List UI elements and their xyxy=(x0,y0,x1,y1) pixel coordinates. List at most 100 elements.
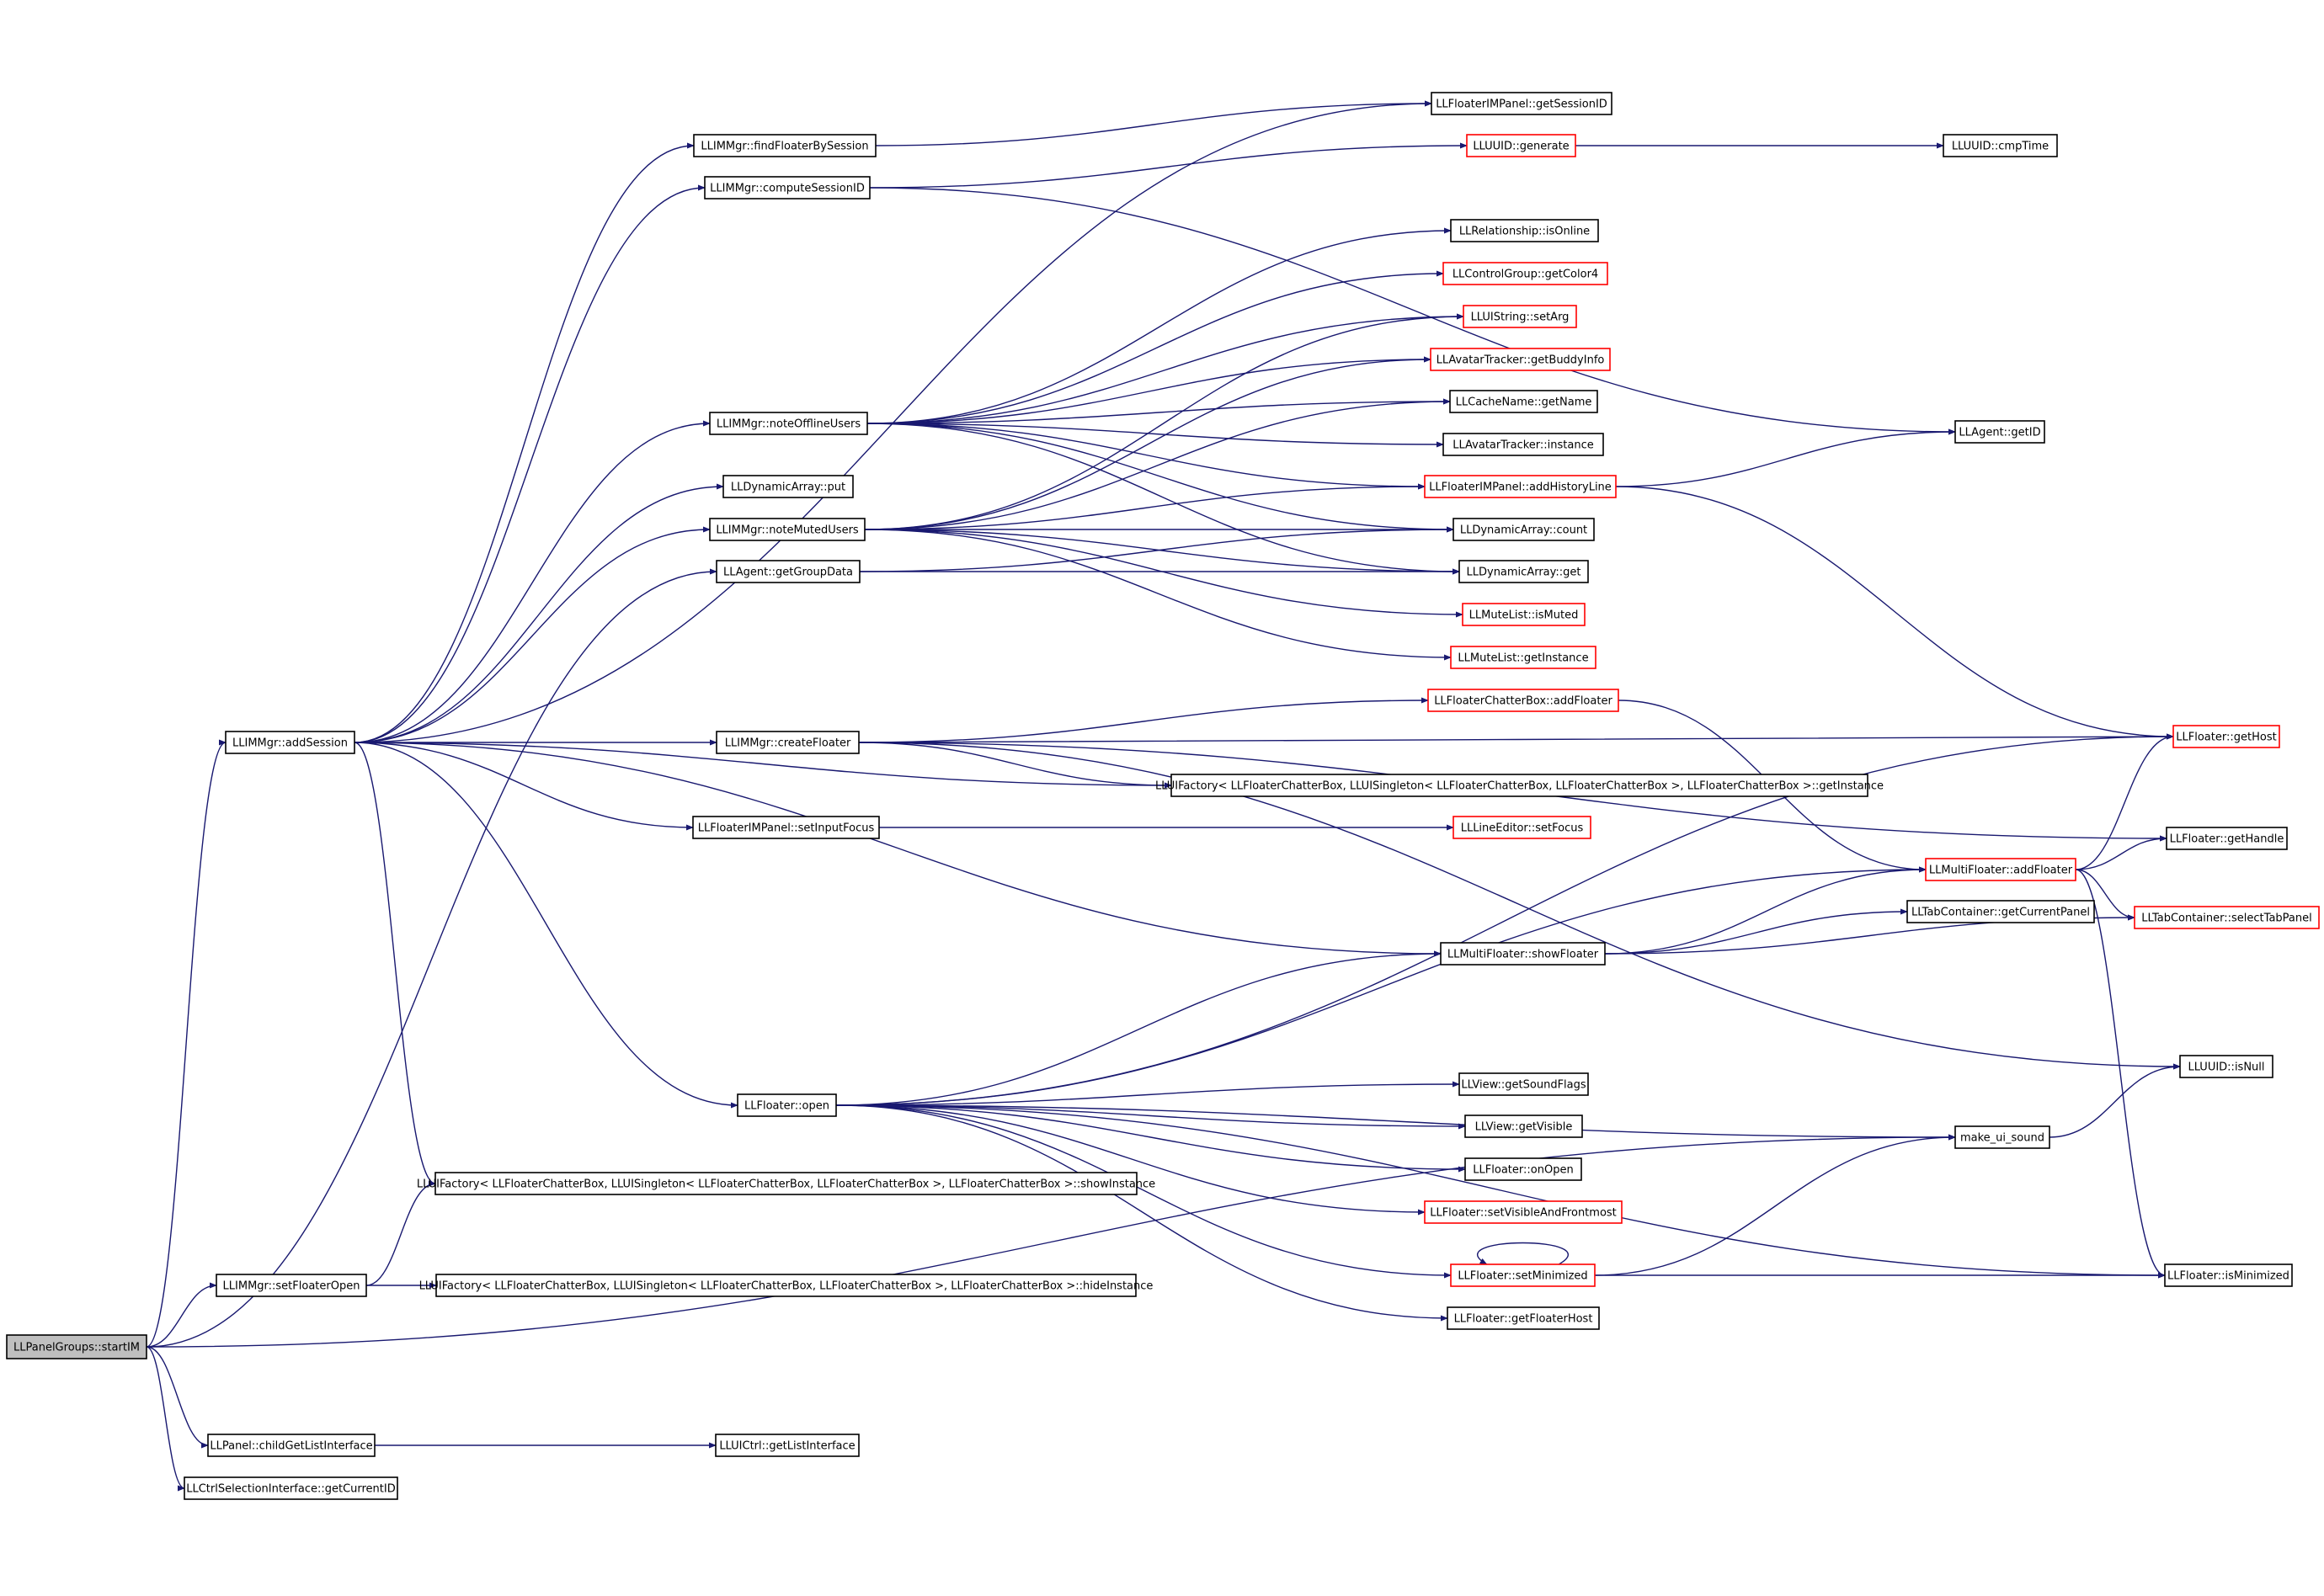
node-getBuddyInfo[interactable]: LLAvatarTracker::getBuddyInfo xyxy=(1430,348,1611,371)
edge-addSession-to-setInputFocus xyxy=(354,742,694,831)
node-dynPut[interactable]: LLDynamicArray::put xyxy=(722,475,854,498)
node-chatterAddFloater[interactable]: LLFloaterChatterBox::addFloater xyxy=(1427,689,1619,712)
node-hideInstance[interactable]: LLUIFactory< LLFloaterChatterBox, LLUISi… xyxy=(419,1274,1154,1297)
node-getInstance[interactable]: LLUIFactory< LLFloaterChatterBox, LLUISi… xyxy=(1155,774,1884,797)
node-box xyxy=(434,1172,1138,1195)
node-label: LLDynamicArray::get xyxy=(1467,567,1581,579)
node-showInstance[interactable]: LLUIFactory< LLFloaterChatterBox, LLUISi… xyxy=(417,1172,1155,1195)
node-label: LLView::getVisible xyxy=(1475,1121,1573,1134)
node-getVisible[interactable]: LLView::getVisible xyxy=(1464,1115,1583,1138)
node-setMinimized[interactable]: LLFloater::setMinimized xyxy=(1450,1264,1596,1287)
node-floaterOpen[interactable]: LLFloater::open xyxy=(737,1093,837,1117)
edge-multiAddFloater-to-selectTabPanel xyxy=(2075,869,2135,921)
node-label: LLFloater::getHandle xyxy=(2170,833,2284,846)
node-label: LLPanelGroups::startIM xyxy=(13,1342,140,1354)
node-cacheGetName[interactable]: LLCacheName::getName xyxy=(1449,390,1598,413)
edge-floaterOpen-to-isMinimized xyxy=(835,1104,2166,1279)
node-dynGet[interactable]: LLDynamicArray::get xyxy=(1458,560,1589,583)
node-box xyxy=(2179,1055,2273,1078)
edge-noteOfflineUsers-to-avatarInstance xyxy=(866,423,1444,448)
edge-makeUiSound-to-isNull xyxy=(2049,1063,2181,1138)
node-isMuted[interactable]: LLMuteList::isMuted xyxy=(1462,603,1586,626)
node-getHandle[interactable]: LLFloater::getHandle xyxy=(2166,827,2288,850)
node-label: LLUIString::setArg xyxy=(1471,311,1570,324)
node-onOpen[interactable]: LLFloater::onOpen xyxy=(1464,1157,1582,1181)
node-multiAddFloater[interactable]: LLMultiFloater::addFloater xyxy=(1925,858,2076,881)
node-box xyxy=(1440,942,1606,966)
node-box xyxy=(715,1434,860,1457)
node-isMinimized[interactable]: LLFloater::isMinimized xyxy=(2164,1264,2293,1287)
node-getColor4[interactable]: LLControlGroup::getColor4 xyxy=(1442,262,1608,285)
edge-setMinimized-to-setMinimized xyxy=(1477,1242,1569,1265)
node-createFloater[interactable]: LLIMMgr::createFloater xyxy=(716,731,860,754)
node-addSession[interactable]: LLIMMgr::addSession xyxy=(225,731,355,754)
node-setVisibleAndFrontmost[interactable]: LLFloater::setVisibleAndFrontmost xyxy=(1424,1200,1623,1224)
edge-startIM-to-setFloaterOpen xyxy=(146,1282,217,1348)
node-label: make_ui_sound xyxy=(1960,1132,2044,1145)
edge-noteOfflineUsers-to-dynCount xyxy=(866,423,1454,533)
node-noteOfflineUsers[interactable]: LLIMMgr::noteOfflineUsers xyxy=(709,412,868,435)
node-addHistoryLine[interactable]: LLFloaterIMPanel::addHistoryLine xyxy=(1424,475,1617,498)
node-setInputFocus[interactable]: LLFloaterIMPanel::setInputFocus xyxy=(692,816,880,839)
edge-noteOfflineUsers-to-addHistoryLine xyxy=(866,423,1426,490)
edge-addHistoryLine-to-getHost xyxy=(1615,486,2174,740)
node-makeUiSound[interactable]: make_ui_sound xyxy=(1954,1125,2050,1149)
node-startIM[interactable]: LLPanelGroups::startIM xyxy=(6,1334,147,1359)
node-setArg[interactable]: LLUIString::setArg xyxy=(1463,305,1577,328)
node-label: LLAgent::getID xyxy=(1959,427,2040,439)
node-computeSessionID[interactable]: LLIMMgr::computeSessionID xyxy=(704,176,871,200)
node-showFloater[interactable]: LLMultiFloater::showFloater xyxy=(1440,942,1606,966)
edge-startIM-to-getCurrentID xyxy=(146,1346,185,1492)
node-uuidGenerate[interactable]: LLUUID::generate xyxy=(1466,134,1576,157)
node-label: LLIMMgr::noteMutedUsers xyxy=(716,524,859,537)
node-noteMutedUsers[interactable]: LLIMMgr::noteMutedUsers xyxy=(709,518,866,541)
node-getGroupData[interactable]: LLAgent::getGroupData xyxy=(716,560,861,583)
node-getSessionID[interactable]: LLFloaterIMPanel::getSessionID xyxy=(1431,92,1612,115)
edge-addSession-to-floaterOpen xyxy=(354,742,738,1109)
node-label: LLIMMgr::setFloaterOpen xyxy=(223,1280,360,1293)
node-childGetListInterface[interactable]: LLPanel::childGetListInterface xyxy=(207,1434,376,1457)
node-getFloaterHost[interactable]: LLFloater::getFloaterHost xyxy=(1447,1306,1600,1330)
node-box xyxy=(1427,689,1619,712)
node-cmpTime[interactable]: LLUUID::cmpTime xyxy=(1943,134,2058,157)
node-box xyxy=(1466,134,1576,157)
node-getCurrentID[interactable]: LLCtrlSelectionInterface::getCurrentID xyxy=(184,1476,398,1500)
node-setFloaterOpen[interactable]: LLIMMgr::setFloaterOpen xyxy=(216,1274,367,1297)
node-label: LLControlGroup::getColor4 xyxy=(1452,269,1598,281)
node-selectTabPanel[interactable]: LLTabContainer::selectTabPanel xyxy=(2134,906,2320,929)
node-findFloaterBySession[interactable]: LLIMMgr::findFloaterBySession xyxy=(693,134,877,157)
edge-noteOfflineUsers-to-cacheGetName xyxy=(866,398,1451,424)
node-label: LLUUID::cmpTime xyxy=(1952,141,2049,153)
node-layer: LLPanelGroups::startIM LLIMMgr::addSessio… xyxy=(6,92,2320,1500)
node-box xyxy=(1906,900,2095,923)
node-box xyxy=(1458,1072,1589,1096)
node-getListInterface[interactable]: LLUICtrl::getListInterface xyxy=(715,1434,860,1457)
edge-noteMutedUsers-to-getBuddyInfo xyxy=(864,356,1431,530)
edge-addHistoryLine-to-getID xyxy=(1615,428,1956,487)
node-setFocus[interactable]: LLLineEditor::setFocus xyxy=(1452,816,1591,839)
node-label: LLDynamicArray::put xyxy=(731,481,845,494)
node-label: LLFloater::setMinimized xyxy=(1458,1270,1587,1283)
node-dynCount[interactable]: LLDynamicArray::count xyxy=(1452,518,1595,541)
edge-createFloater-to-isNull xyxy=(858,742,2181,1070)
node-getCurrentPanel[interactable]: LLTabContainer::getCurrentPanel xyxy=(1906,900,2095,923)
node-muteGetInstance[interactable]: LLMuteList::getInstance xyxy=(1450,646,1596,669)
node-getID[interactable]: LLAgent::getID xyxy=(1954,420,2045,444)
node-getHost[interactable]: LLFloater::getHost xyxy=(2172,725,2280,748)
node-box xyxy=(1450,1264,1596,1287)
node-box xyxy=(6,1334,147,1359)
node-label: LLCtrlSelectionInterface::getCurrentID xyxy=(186,1483,396,1496)
node-isOnline[interactable]: LLRelationship::isOnline xyxy=(1450,219,1599,242)
node-box xyxy=(716,731,860,754)
node-box xyxy=(1464,1157,1582,1181)
node-getSoundFlags[interactable]: LLView::getSoundFlags xyxy=(1458,1072,1589,1096)
edge-addSession-to-noteMutedUsers xyxy=(354,526,711,743)
edge-noteMutedUsers-to-setArg xyxy=(864,313,1464,530)
node-box xyxy=(709,412,868,435)
node-box xyxy=(1452,816,1591,839)
node-box xyxy=(692,816,880,839)
node-avatarInstance[interactable]: LLAvatarTracker::instance xyxy=(1442,433,1604,456)
edge-noteOfflineUsers-to-setArg xyxy=(866,313,1464,424)
edge-computeSessionID-to-getID xyxy=(869,187,1956,435)
node-isNull[interactable]: LLUUID::isNull xyxy=(2179,1055,2273,1078)
